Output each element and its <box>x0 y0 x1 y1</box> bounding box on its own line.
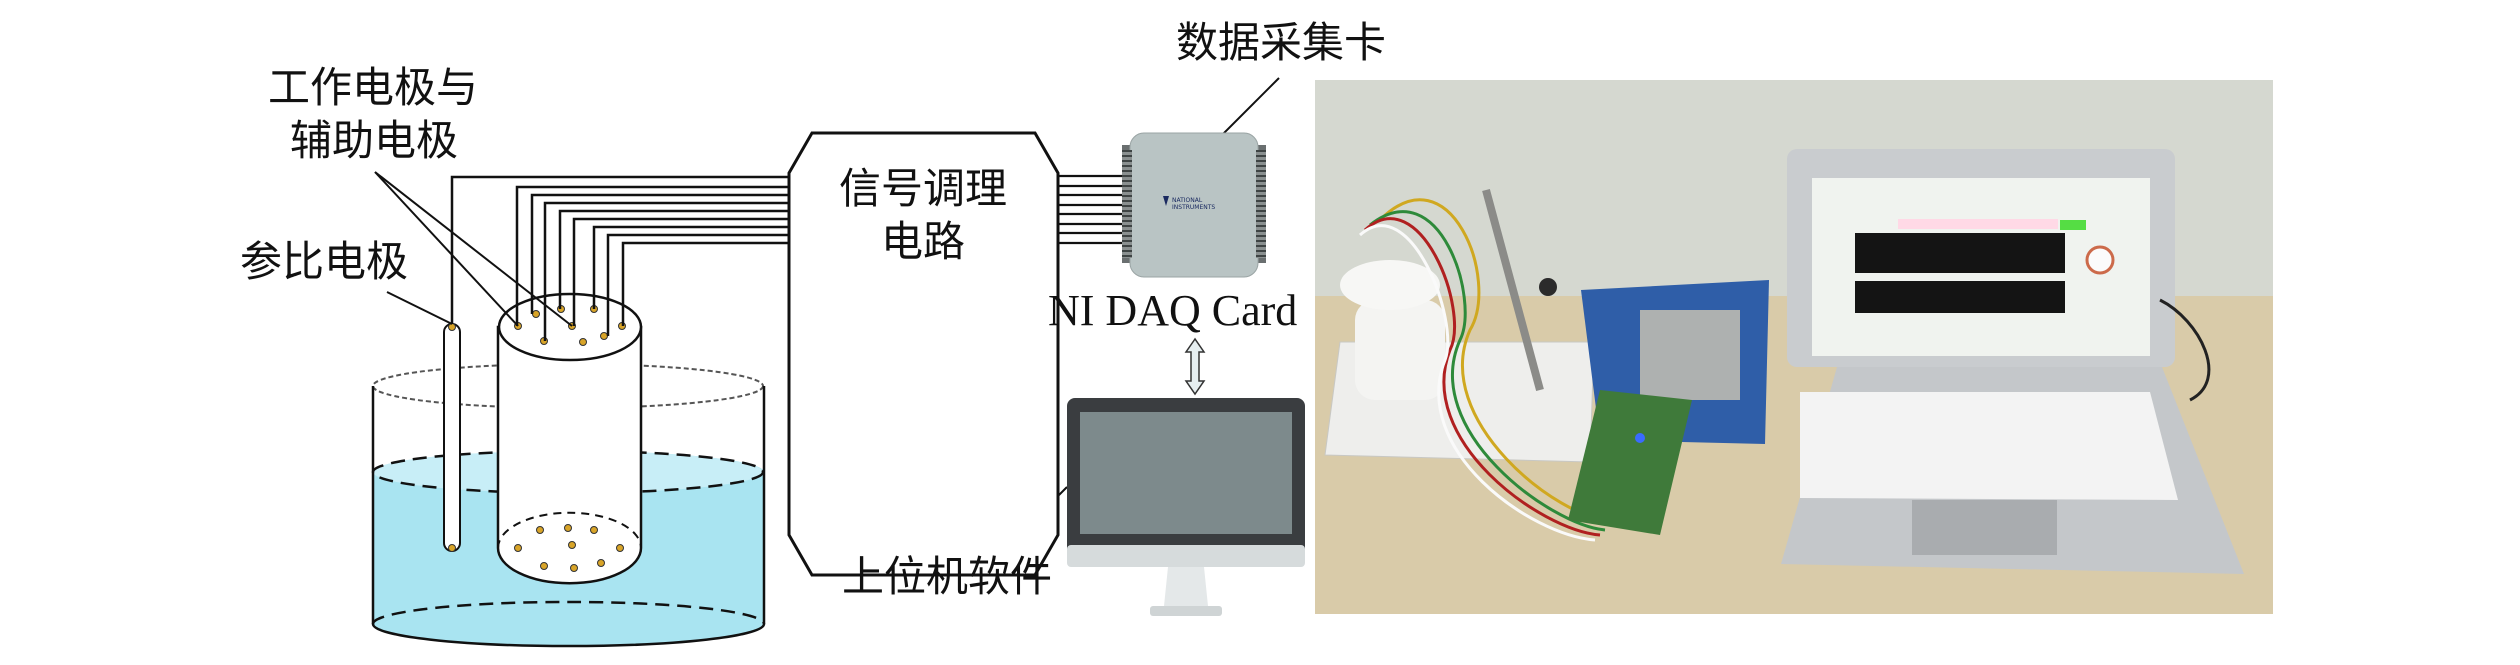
electrode-dots-bottom <box>514 524 624 572</box>
electrochemical-cell <box>371 292 766 648</box>
working-aux-electrode-label-line2: 辅助电极 <box>290 116 458 165</box>
setup-photo <box>1315 80 2273 614</box>
host-computer-monitor <box>1067 398 1305 616</box>
signal-label-line2: 电路 <box>881 217 965 266</box>
working-electrode-body <box>496 325 643 585</box>
ni-logo-icon <box>1163 196 1169 206</box>
reference-electrode <box>443 323 461 552</box>
electrode-wires <box>450 175 789 341</box>
ni-daq-card-label: NI DAQ Card <box>1048 286 1297 335</box>
daq-card: NATIONAL INSTRUMENTS <box>1122 132 1266 278</box>
signal-label-line1: 信号调理 <box>839 164 1007 213</box>
daq-card-title: 数据采集卡 <box>1176 18 1386 67</box>
host-software-label: 上位机软件 <box>842 552 1052 601</box>
bidirectional-arrow-icon <box>1184 337 1206 396</box>
svg-text:INSTRUMENTS: INSTRUMENTS <box>1172 204 1215 211</box>
working-aux-electrode-label-line1: 工作电极与 <box>268 63 478 112</box>
daq-wires <box>1058 174 1122 245</box>
reference-electrode-label: 参比电极 <box>240 237 408 286</box>
signal-conditioning-circuit <box>787 131 1060 577</box>
svg-text:NATIONAL: NATIONAL <box>1172 197 1203 204</box>
